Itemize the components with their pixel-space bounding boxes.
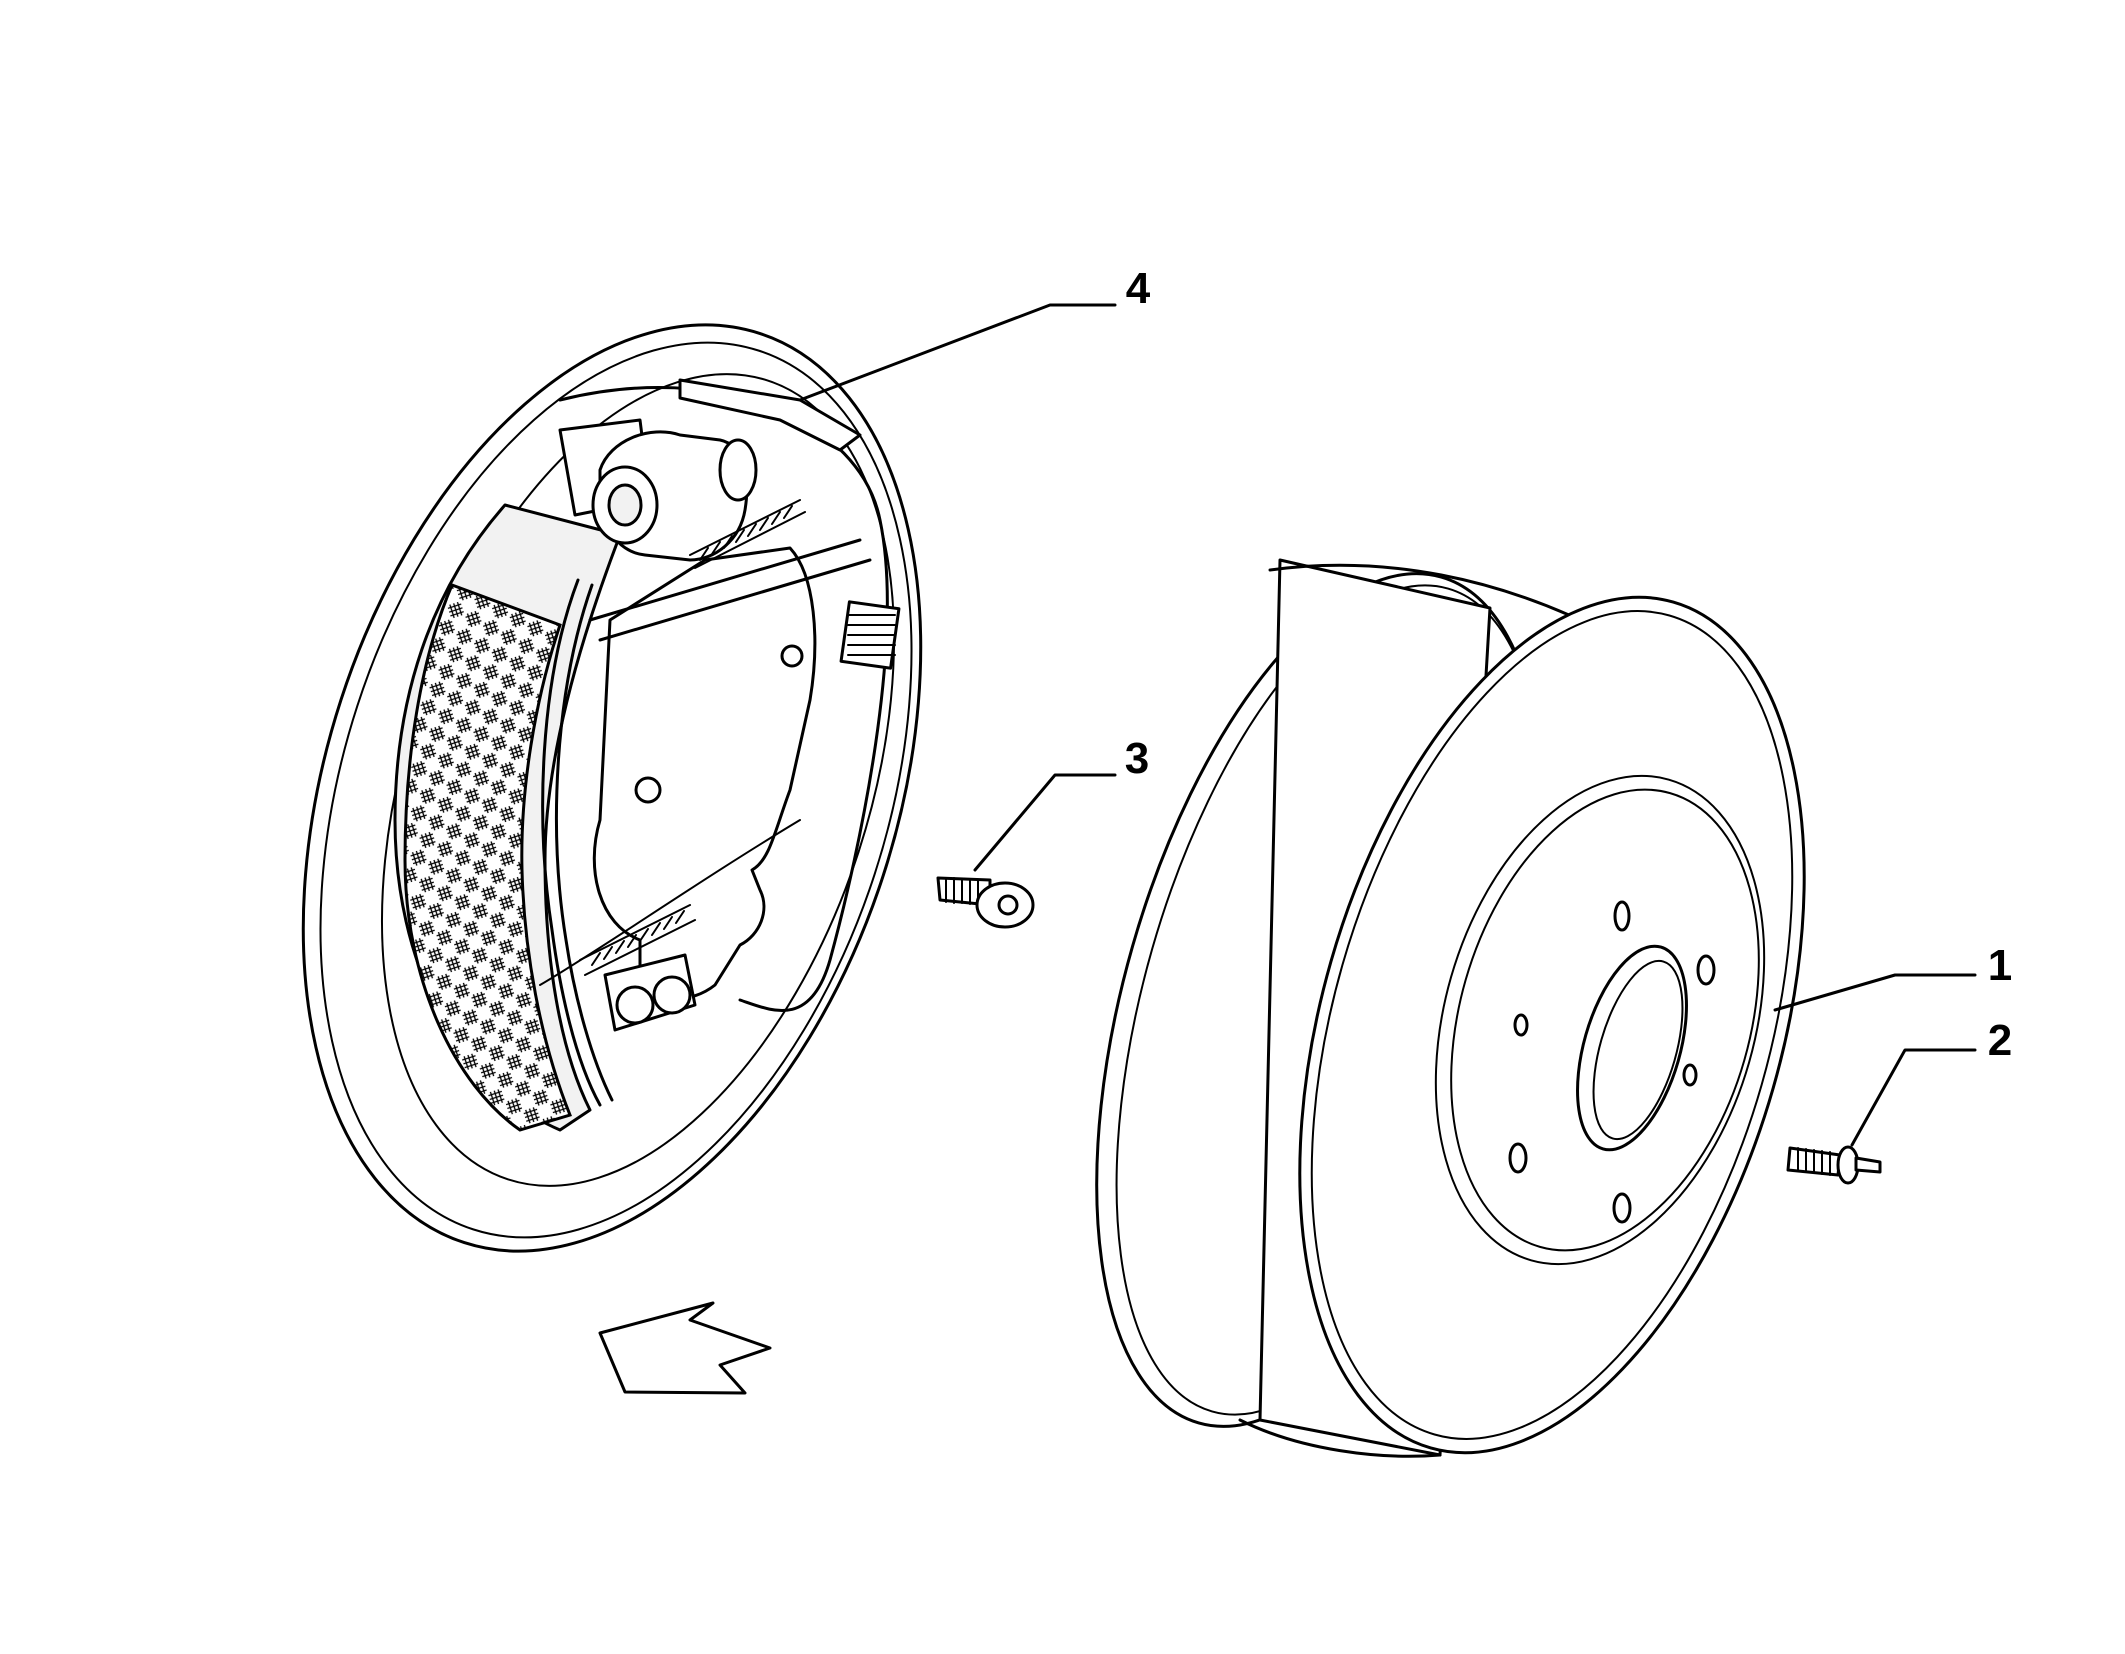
callout-number-4: 4 (1126, 264, 1151, 313)
brake-drum (1095, 558, 1977, 1458)
screw (936, 773, 1117, 929)
callout-number-1: 1 (1988, 941, 2012, 990)
upper-return-spring (689, 499, 806, 569)
callout-4-leader (798, 303, 1117, 402)
callout-number-2: 2 (1988, 1016, 2012, 1065)
hold-down-spring (839, 600, 901, 670)
lower-return-spring (579, 904, 696, 976)
direction-arrow-icon (598, 1301, 772, 1395)
wheel-stud (1786, 1048, 1977, 1185)
callout-1-leader (1773, 973, 1977, 1012)
anchor-block (603, 953, 697, 1032)
callout-2-leader (1850, 1048, 1977, 1147)
callout-number-3: 3 (1125, 734, 1149, 783)
wheel-cylinder (558, 418, 758, 562)
callout-3-leader (973, 773, 1117, 872)
brake-backing-plate-assembly (301, 303, 1117, 1253)
